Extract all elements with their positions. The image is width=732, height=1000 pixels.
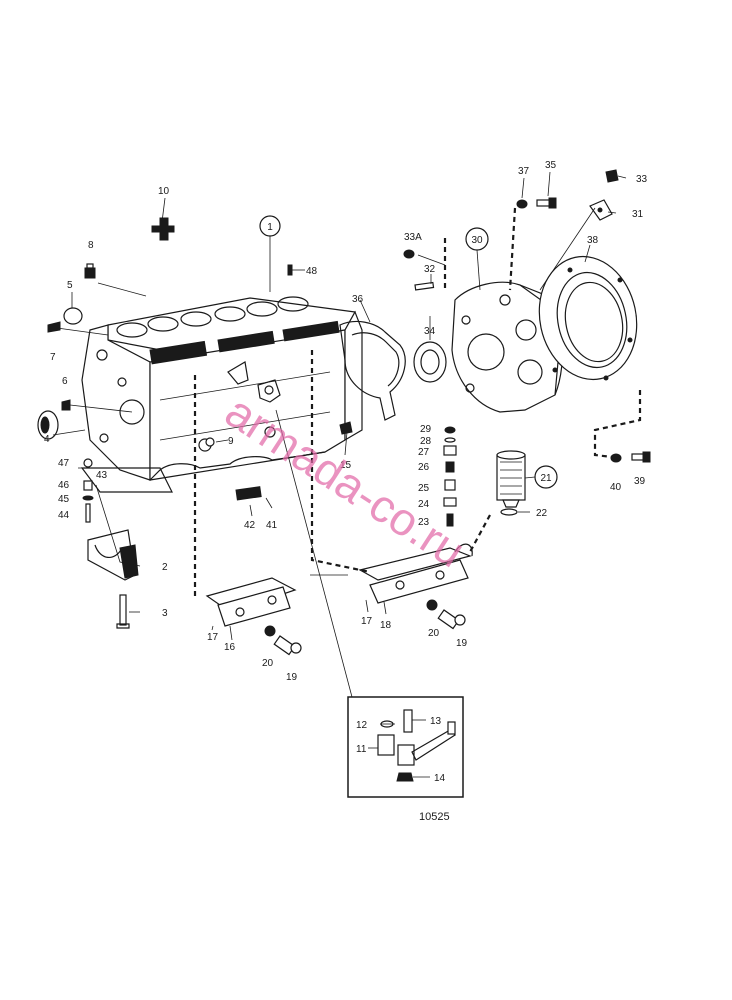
label-23: 23: [418, 517, 430, 528]
label-12: 12: [356, 720, 368, 731]
label-27: 27: [418, 447, 430, 458]
rear-seal-ring: [37, 410, 59, 440]
label-15: 15: [340, 460, 352, 471]
callout-circle-21: [534, 465, 558, 489]
label-33a: 33A: [404, 232, 422, 243]
bolt-35: [536, 197, 557, 209]
label-25: 25: [418, 483, 430, 494]
label-24: 24: [418, 499, 430, 510]
label-8: 8: [88, 240, 94, 251]
label-34: 34: [424, 326, 436, 337]
screw-33: [605, 169, 619, 183]
detail-nozzle-parts: [377, 709, 456, 782]
label-7: 7: [50, 352, 56, 363]
label-11: 11: [356, 744, 367, 755]
plug-8: [84, 263, 96, 279]
label-36: 36: [352, 294, 364, 305]
label-14: 14: [434, 773, 446, 784]
bearing-cap-bolt: [116, 594, 130, 629]
label-46: 46: [58, 480, 70, 491]
callout-circle-1: [259, 215, 281, 237]
label-2: 2: [162, 562, 168, 573]
pin-48: [287, 264, 293, 276]
bolt-19-left: [273, 635, 302, 656]
label-30: 30: [471, 235, 483, 246]
label-37: 37: [518, 166, 530, 177]
label-4: 4: [44, 434, 50, 445]
flywheel-cover: [538, 255, 638, 381]
figure-number: 10525: [419, 811, 450, 823]
label-47: 47: [58, 458, 70, 469]
cylinder-block: [80, 296, 363, 493]
label-48: 48: [306, 266, 318, 277]
plug-9: [205, 437, 215, 447]
washer-37: [516, 199, 528, 209]
stack-44-47: [82, 458, 94, 523]
nut-20-right: [426, 599, 438, 611]
label-31: 31: [632, 209, 644, 220]
label-20a: 20: [262, 658, 274, 669]
label-41: 41: [266, 520, 278, 531]
label-16a: 16: [224, 642, 236, 653]
label-26: 26: [418, 462, 430, 473]
label-13: 13: [430, 716, 442, 727]
label-32: 32: [424, 264, 436, 275]
label-40: 40: [610, 482, 622, 493]
label-6: 6: [62, 376, 68, 387]
dowel-32: [414, 281, 435, 291]
label-44: 44: [58, 510, 70, 521]
label-33: 33: [636, 174, 648, 185]
bracket-left: [205, 577, 297, 627]
washer-40: [610, 453, 622, 463]
part-number-labels: 1 2 3 4 5 6 7 8 9 10 11 12 13 14 15 16 1…: [44, 160, 648, 784]
label-10: 10: [158, 186, 170, 197]
label-21: 21: [540, 473, 552, 484]
label-5: 5: [67, 280, 73, 291]
label-28: 28: [420, 436, 432, 447]
label-43: 43: [96, 470, 108, 481]
timing-gasket: [339, 320, 406, 421]
label-35: 35: [545, 160, 557, 171]
label-38: 38: [587, 235, 599, 246]
bracket-right: [358, 543, 473, 604]
label-9: 9: [228, 436, 234, 447]
oil-filter: [496, 450, 526, 508]
label-20b: 20: [428, 628, 440, 639]
label-42: 42: [244, 520, 256, 531]
label-29: 29: [420, 424, 432, 435]
seal-22: [500, 508, 518, 516]
bolt-19-right: [437, 609, 466, 630]
nut-20-left: [264, 625, 276, 637]
valve-stack: [443, 426, 457, 527]
label-19a: 19: [286, 672, 298, 683]
stud-7: [47, 321, 61, 333]
plug-33a: [403, 249, 415, 259]
bolt-39: [631, 451, 651, 463]
label-1: 1: [267, 222, 273, 233]
o-ring: [63, 307, 83, 325]
detail-box: [347, 696, 464, 798]
plug-15: [339, 421, 353, 435]
main-bearing-cap: [87, 529, 139, 581]
label-17a: 17: [207, 632, 219, 643]
cover-plate-31: [589, 199, 613, 221]
label-22: 22: [536, 508, 548, 519]
label-18: 18: [380, 620, 392, 631]
label-39: 39: [634, 476, 646, 487]
callout-circle-30: [465, 227, 489, 251]
plug-6: [61, 399, 71, 411]
sensor-10: [151, 217, 175, 241]
label-17b: 17: [361, 616, 373, 627]
label-3: 3: [162, 608, 168, 619]
crank-seal: [413, 341, 447, 383]
label-19b: 19: [456, 638, 468, 649]
label-45: 45: [58, 494, 70, 505]
leader-lines: [52, 171, 627, 778]
plug-pair-41-42: [235, 486, 273, 509]
